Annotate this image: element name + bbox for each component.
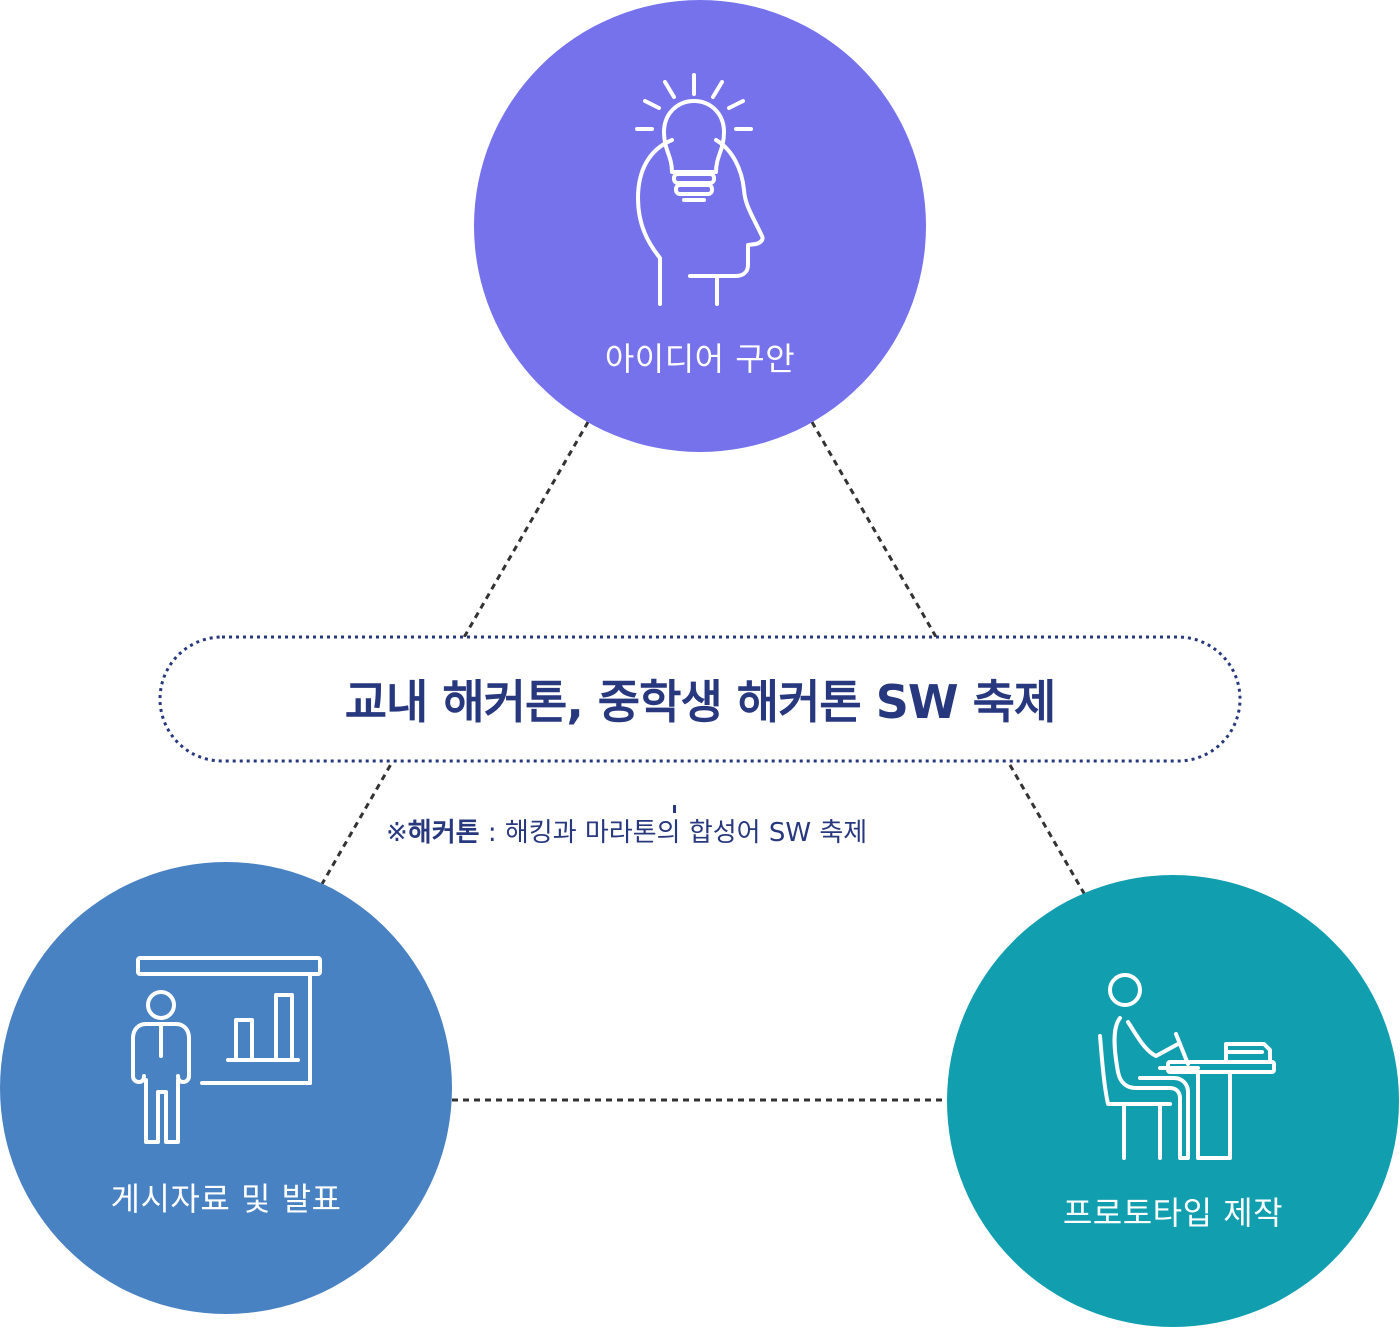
- presentation-circle: [0, 862, 452, 1314]
- hackathon-note: ※해커톤 : 해킹과 마라톤의 합성어 SW 축제: [386, 812, 867, 852]
- presentation-label: 게시자료 및 발표: [110, 1180, 342, 1218]
- person-at-desk-icon: [1098, 973, 1276, 1160]
- note-tick-mark: [673, 805, 676, 813]
- prototype-label: 프로토타입 제작: [1062, 1194, 1284, 1232]
- idea-circle: [474, 0, 926, 452]
- center-pill: [158, 635, 1242, 763]
- center-title: 교내 해커톤, 중학생 해커톤 SW 축제: [344, 675, 1057, 729]
- presenter-chart-icon: [131, 956, 322, 1144]
- prototype-circle: [947, 875, 1399, 1327]
- note-definition: : 해킹과 마라톤의 합성어 SW 축제: [479, 818, 868, 848]
- head-lightbulb-icon: [635, 73, 765, 306]
- note-prefix: ※: [386, 818, 408, 848]
- idea-label: 아이디어 구안: [604, 340, 796, 378]
- connector-idea-prototype: [810, 421, 1087, 896]
- note-term: 해커톤: [407, 818, 480, 848]
